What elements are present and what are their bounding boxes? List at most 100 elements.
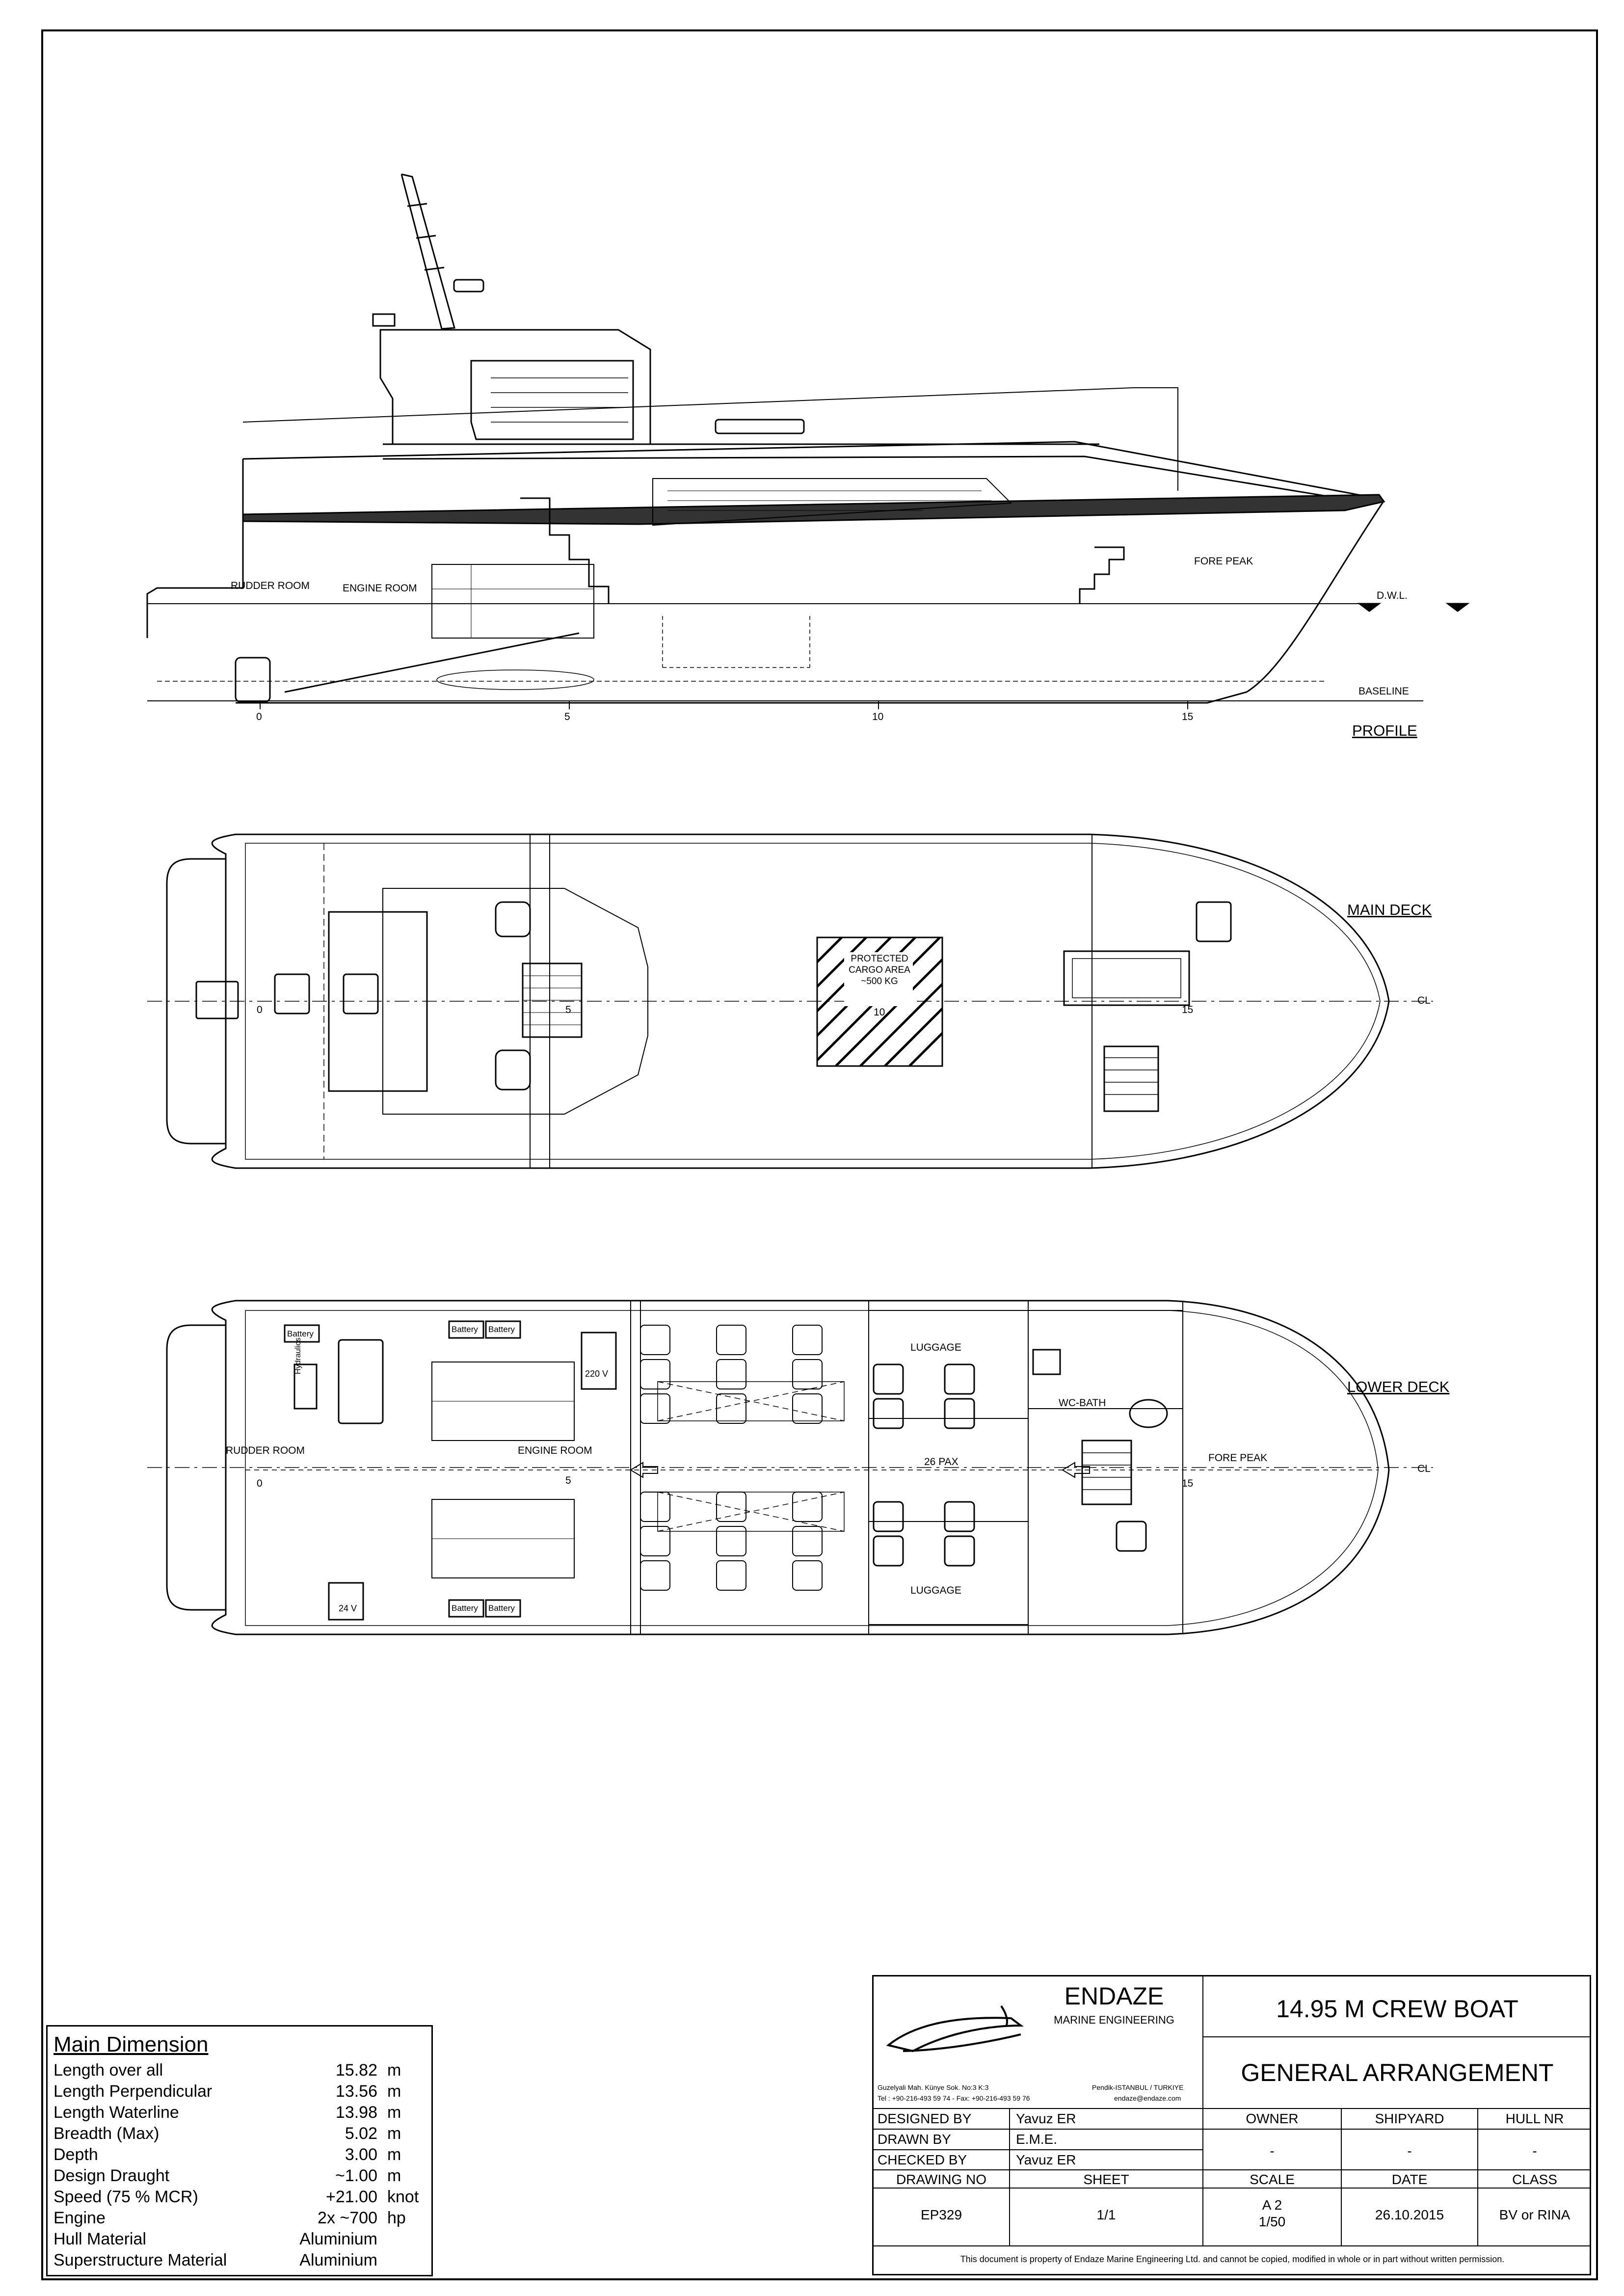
owner-value: -	[1270, 2143, 1275, 2159]
class-value: BV or RINA	[1499, 2207, 1571, 2222]
battery-box-2	[485, 1320, 521, 1339]
label-battery-1: Battery	[452, 1325, 478, 1334]
crew-seat-lower	[1116, 1521, 1147, 1552]
fender-stripe	[242, 494, 1385, 525]
designed-by-value: Yavuz ER	[1016, 2111, 1076, 2126]
rudder	[235, 657, 271, 703]
engine-profile	[431, 564, 594, 639]
main-deck-outline	[211, 833, 1390, 1169]
label-luggage-bottom: LUGGAGE	[910, 1585, 961, 1596]
frame-15-profile: 15	[1182, 711, 1194, 722]
hull-nr-value: -	[1532, 2143, 1537, 2159]
dimension-value: 5.02	[345, 2124, 377, 2143]
hull-profile	[146, 459, 244, 638]
label-luggage-top: LUGGAGE	[910, 1342, 961, 1353]
dimension-label: Length Perpendicular	[53, 2082, 213, 2101]
centerline-label-lower: CL	[1417, 1463, 1431, 1474]
stairs-aft	[520, 497, 610, 604]
label-rudder-room-lower: RUDDER ROOM	[226, 1445, 305, 1456]
fore-hatch	[1063, 950, 1190, 1006]
wc-basin	[1032, 1349, 1061, 1375]
dimension-label: Depth	[53, 2145, 98, 2164]
label-26-pax: 26 PAX	[924, 1456, 958, 1468]
radar-dome	[453, 279, 484, 293]
shipyard-value: -	[1407, 2143, 1412, 2159]
helm-seat-top	[495, 901, 531, 937]
dimension-value: +21.00	[326, 2188, 377, 2206]
view-title-profile: PROFILE	[1352, 722, 1417, 739]
dimension-value: 2x ~700	[318, 2209, 377, 2227]
dimension-value: 13.98	[335, 2103, 377, 2122]
wheelhouse-window	[470, 360, 634, 440]
wc-bath	[1028, 1310, 1183, 1409]
main-dimension-title: Main Dimension	[53, 2032, 209, 2056]
dimension-value: 15.82	[335, 2061, 377, 2080]
dimension-unit: m	[387, 2145, 401, 2164]
drawn-by-value: E.M.E.	[1016, 2132, 1058, 2147]
checked-by-value: Yavuz ER	[1016, 2152, 1076, 2167]
dimension-label: Length Waterline	[53, 2103, 179, 2122]
drawing-no-label: DRAWING NO	[896, 2172, 987, 2187]
label-fore-peak-profile: FORE PEAK	[1194, 556, 1253, 567]
label-fore-peak-lower: FORE PEAK	[1208, 1452, 1268, 1464]
dimension-unit: m	[387, 2124, 401, 2143]
lower-deck-view	[147, 1300, 1433, 1635]
label-24v: 24 V	[339, 1603, 357, 1613]
frame-5-main: 5	[565, 1004, 571, 1015]
dimension-unit: hp	[387, 2209, 406, 2227]
label-220v: 220 V	[585, 1369, 609, 1379]
frame-15-main: 15	[1182, 1004, 1194, 1015]
date-value: 26.10.2015	[1375, 2207, 1444, 2222]
drawing-no-value: EP329	[920, 2207, 962, 2222]
dimension-label: Speed (75 % MCR)	[53, 2188, 198, 2206]
dimension-unit: m	[387, 2166, 401, 2185]
helm-seat-bottom	[495, 1049, 531, 1091]
cargo-area-label: PROTECTED CARGO AREA ~500 KG	[849, 954, 910, 987]
frame-0-profile: 0	[256, 711, 262, 722]
scale-label: SCALE	[1250, 2172, 1295, 2187]
stairs-fore	[1079, 546, 1125, 604]
view-title-main-deck: MAIN DECK	[1347, 901, 1432, 918]
designed-by-label: DESIGNED BY	[878, 2111, 972, 2126]
label-engine-room-lower: ENGINE ROOM	[518, 1445, 592, 1456]
dimension-label: Superstructure Material	[53, 2251, 227, 2269]
disclaimer: This document is property of Endaze Mari…	[960, 2254, 1505, 2264]
drawing-border	[41, 29, 1598, 2280]
label-battery-3: Battery	[452, 1603, 478, 1613]
dimension-unit: m	[387, 2061, 401, 2080]
dimension-unit: m	[387, 2103, 401, 2122]
contact-2: endaze@endaze.com	[1114, 2094, 1181, 2102]
label-rudder-room-profile: RUDDER ROOM	[231, 580, 310, 591]
address-2: Pendik-ISTANBUL / TURKIYE	[1092, 2083, 1184, 2091]
dimension-label: Design Draught	[53, 2166, 170, 2185]
frame-0-main: 0	[257, 1004, 263, 1015]
dimension-label: Engine	[53, 2209, 106, 2227]
wheelhouse-plan	[382, 888, 648, 1115]
hydraulics-unit	[293, 1363, 318, 1410]
label-wc-bath: WC-BATH	[1059, 1397, 1106, 1409]
hull-nr-label: HULL NR	[1505, 2111, 1564, 2126]
sheet-label: SHEET	[1083, 2172, 1129, 2187]
drawn-by-label: DRAWN BY	[878, 2132, 951, 2147]
dimension-row: Engine 2x ~700 hp	[53, 2208, 426, 2228]
label-hydraulics: Hydraulics	[294, 1337, 302, 1374]
label-engine-room-profile: ENGINE ROOM	[343, 583, 417, 594]
frame-5-lower: 5	[565, 1475, 571, 1486]
date-label: DATE	[1391, 2172, 1428, 2187]
frame-10-profile: 10	[872, 711, 884, 722]
checked-by-label: CHECKED BY	[878, 2152, 967, 2167]
dimension-label: Hull Material	[53, 2230, 146, 2248]
label-battery-aft: Battery	[287, 1329, 314, 1338]
main-deck-view	[147, 833, 1433, 1169]
lower-deck-outline	[211, 1300, 1390, 1635]
luggage-room-bottom	[868, 1521, 1029, 1625]
drawing-title: GENERAL ARRANGEMENT	[1241, 2059, 1554, 2086]
